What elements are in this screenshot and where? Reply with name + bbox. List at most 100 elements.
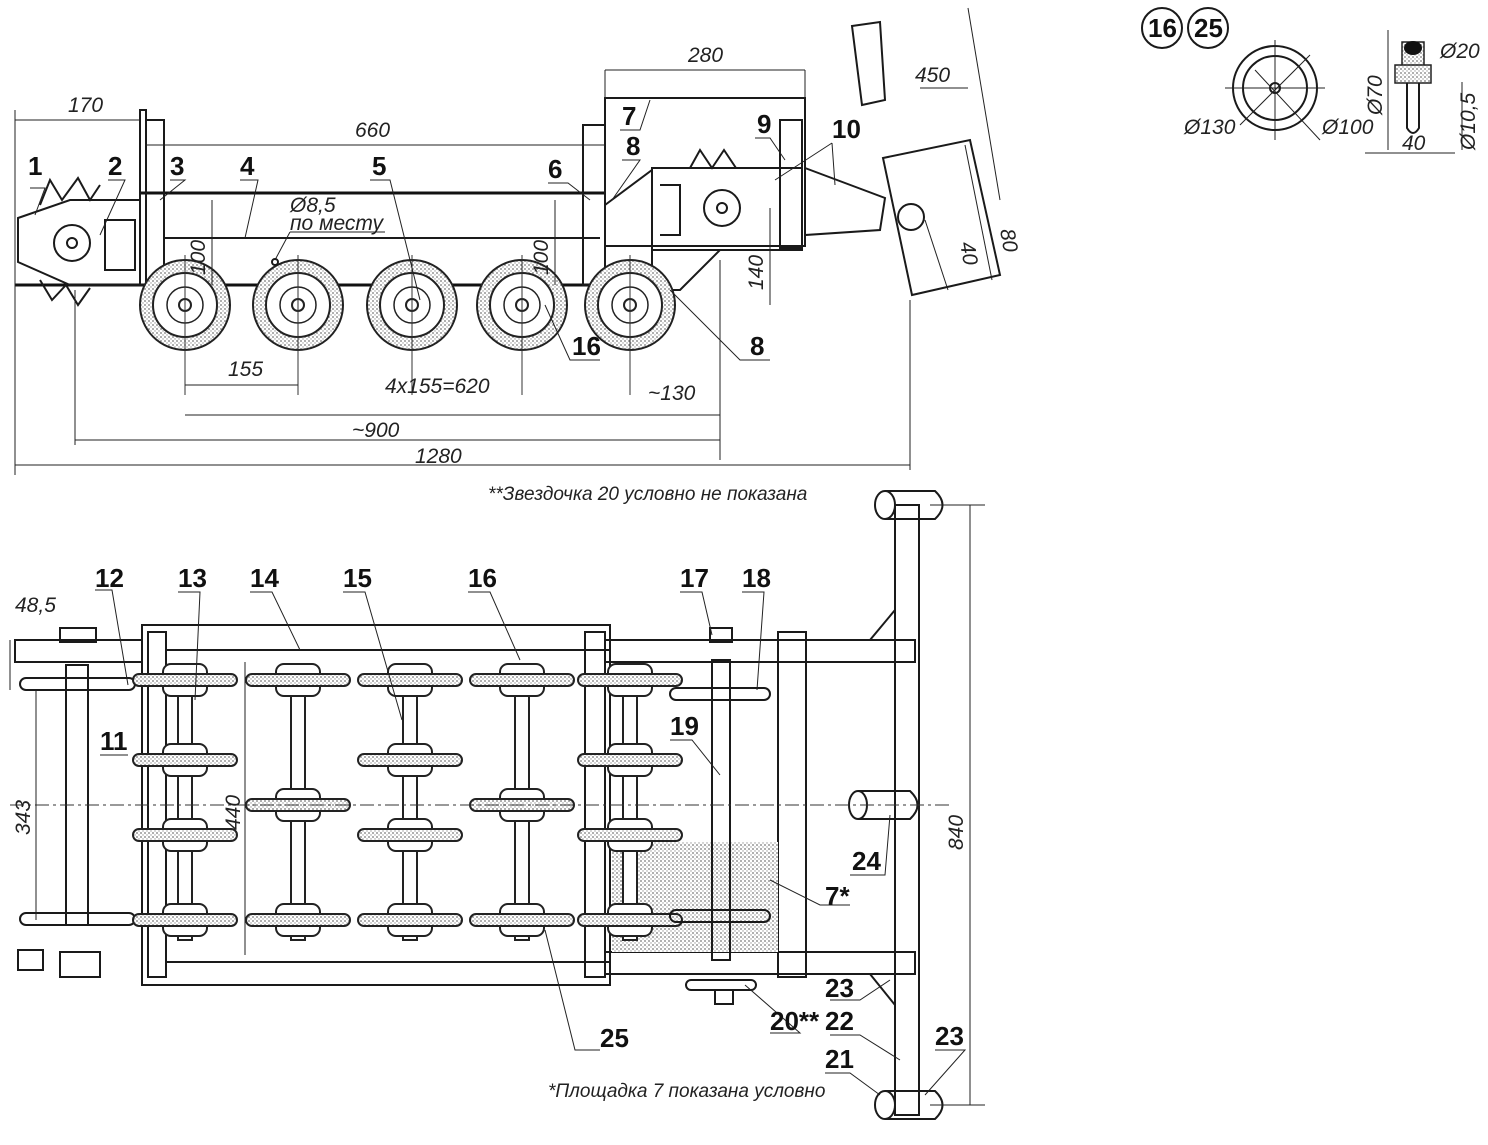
rear-rail-top — [604, 639, 916, 663]
part-label: 13 — [178, 563, 207, 593]
road-wheel — [366, 255, 458, 395]
badge-label: 25 — [1194, 13, 1223, 43]
dim-1280: 1280 — [415, 445, 462, 468]
roller-tire — [357, 828, 463, 842]
rear-plate — [779, 119, 803, 249]
leader-8 — [611, 159, 641, 201]
leader-7 — [620, 99, 651, 131]
dim-100b: 100 — [530, 240, 553, 275]
top-view — [9, 490, 985, 1120]
leader-18 — [742, 591, 765, 691]
top-view-labels: 12 11 13 14 15 16 17 18 19 7* 24 23 20**… — [12, 563, 968, 1102]
leader-9 — [755, 137, 786, 161]
axle-shaft — [402, 664, 418, 941]
tensioner-bracket — [104, 219, 136, 271]
tensioner-screw — [59, 951, 101, 978]
hub-section — [1394, 64, 1432, 84]
leader-5 — [370, 179, 421, 301]
part-label: 25 — [600, 1023, 629, 1053]
roller-tire — [469, 673, 575, 687]
part-label: 22 — [825, 1006, 854, 1036]
leader-4 — [240, 179, 259, 239]
rim-section — [1404, 41, 1422, 55]
leader-1 — [30, 187, 46, 216]
dim-840: 840 — [945, 815, 968, 850]
part-label: 20** — [770, 1006, 820, 1036]
partition-6 — [582, 124, 606, 286]
badge-label: 16 — [1148, 13, 1177, 43]
leader-6 — [548, 182, 591, 201]
dim-80: 80 — [995, 227, 1022, 254]
part-label: 23 — [935, 1021, 964, 1051]
part-label: 15 — [343, 563, 372, 593]
roller-tire — [132, 673, 238, 687]
dim-100a: 100 — [187, 240, 210, 275]
dim-105: Ø10,5 — [1457, 92, 1480, 151]
dim-140: 140 — [745, 255, 768, 290]
gusset-23-top — [869, 609, 896, 641]
footnote-sprocket: **Звездочка 20 условно не показана — [488, 484, 807, 505]
gusset-23-bottom — [869, 973, 896, 1006]
part-label: 1 — [28, 151, 42, 181]
part-label: 21 — [825, 1044, 854, 1074]
wheel-detail: 16 25 Ø130 Ø100 Ø20 Ø70 Ø10,5 40 — [1141, 7, 1480, 155]
rear-sprocket-teeth — [689, 148, 737, 170]
roller-tire — [357, 673, 463, 687]
leader-14 — [250, 591, 301, 651]
dim-48: 48,5 — [15, 594, 56, 617]
dim-155: 155 — [228, 358, 263, 381]
leader-19 — [670, 739, 721, 776]
part-label: 6 — [548, 154, 562, 184]
leader-21 — [825, 1072, 881, 1096]
dim-line-40 — [924, 219, 949, 291]
road-wheel — [252, 255, 344, 395]
leader-16 — [468, 591, 521, 661]
dim-280: 280 — [687, 44, 723, 67]
front-axle-11 — [65, 664, 89, 926]
part-label: 23 — [825, 973, 854, 1003]
part-label: 14 — [250, 563, 279, 593]
dim-620: 4x155=620 — [385, 375, 490, 398]
sprocket-nut — [714, 989, 734, 1005]
dim-130: ~130 — [648, 382, 696, 405]
rear-tensioner — [660, 184, 681, 236]
dim-660: 660 — [355, 119, 390, 142]
part-label: 24 — [852, 846, 881, 876]
rear-sprocket-axle — [716, 202, 728, 214]
roller-tire — [132, 753, 238, 767]
part-label: 11 — [100, 726, 128, 756]
part-label: 17 — [680, 563, 709, 593]
handlebar-tube — [897, 203, 925, 231]
leader-12 — [95, 589, 129, 686]
leader-3 — [159, 179, 187, 201]
part-label: 9 — [757, 109, 771, 139]
front-sprocket-axle — [66, 237, 78, 249]
dim-100: Ø100 — [1321, 116, 1374, 139]
dim-line-130 — [1239, 54, 1311, 126]
axle-nut — [59, 627, 97, 643]
dim-40: 40 — [1402, 132, 1426, 155]
front-sprocket-teeth-bottom — [39, 279, 91, 307]
leader-16 — [544, 304, 600, 361]
front-sprocket-bottom — [19, 912, 136, 926]
part-label: 16 — [468, 563, 497, 593]
part-label: 8 — [750, 331, 764, 361]
part-label: 3 — [170, 151, 184, 181]
part-label: 5 — [372, 151, 386, 181]
road-wheel-axle — [577, 663, 683, 941]
roller-tire — [577, 753, 683, 767]
bearing-17 — [709, 627, 733, 643]
part-label: 4 — [240, 151, 255, 181]
road-wheel-axle — [469, 663, 575, 941]
dim-343: 343 — [12, 800, 35, 835]
part-label: 12 — [95, 563, 124, 593]
part-label: 2 — [108, 151, 122, 181]
roller-tire — [357, 753, 463, 767]
drive-sprocket-18 — [669, 687, 771, 701]
handle-end-top — [874, 490, 896, 520]
rear-sprocket-hub — [703, 189, 741, 227]
leader-hole — [274, 231, 291, 261]
dim-440: 440 — [222, 795, 245, 830]
leader-13 — [178, 591, 201, 701]
dim-70: Ø70 — [1364, 75, 1387, 116]
